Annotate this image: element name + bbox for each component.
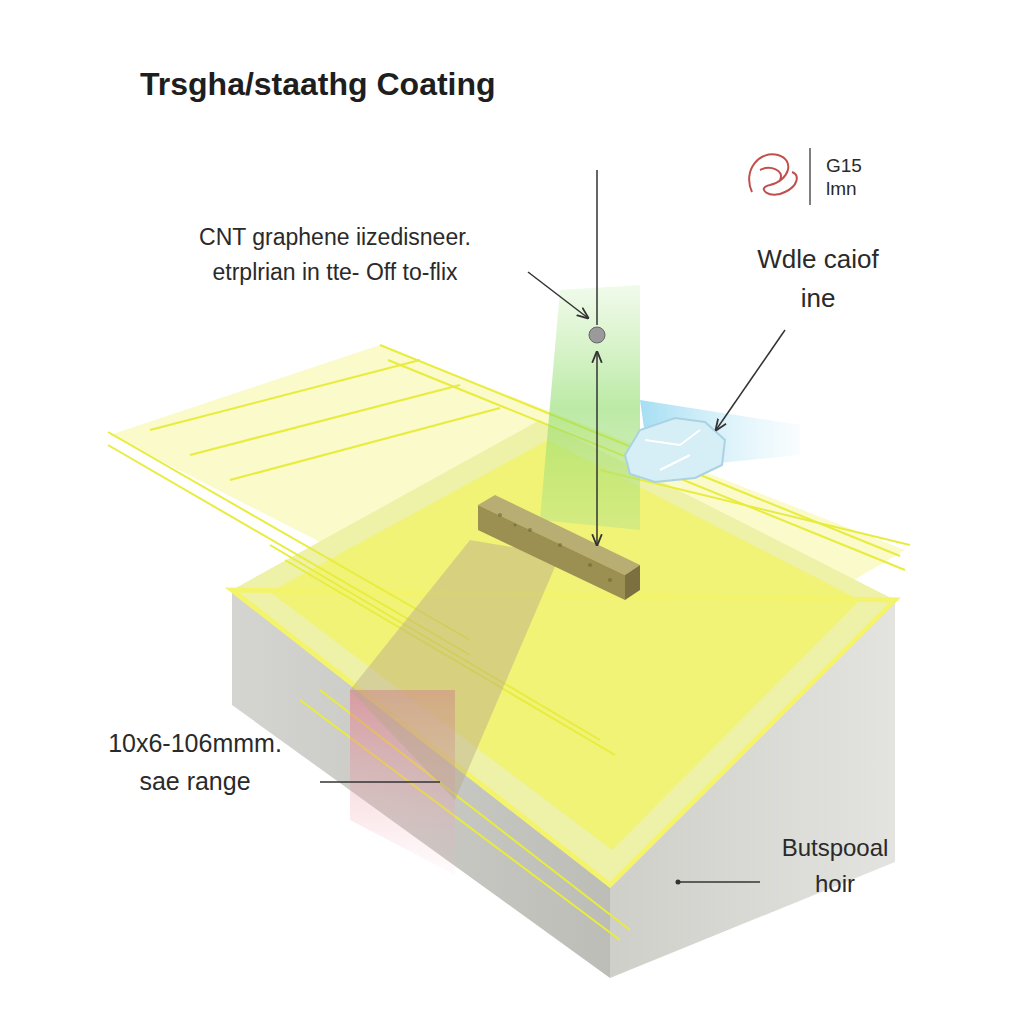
- block-side: [625, 565, 640, 600]
- probe-dot: [589, 327, 605, 343]
- diagram-title: Trsgha/staathg Coating: [140, 60, 496, 108]
- block-front: [478, 505, 625, 600]
- dimension-arrow: [596, 352, 598, 545]
- leader-line: [716, 330, 785, 430]
- ice-highlight: [645, 430, 700, 470]
- callout-label: CNT graphene iizedisneer. etrplrian in t…: [165, 220, 505, 289]
- leader-line: [680, 881, 760, 883]
- ice-chunk: [625, 418, 725, 482]
- logo-divider: [809, 148, 811, 205]
- callout-label: Wdle caiof ine: [748, 240, 888, 318]
- vertical-line: [596, 170, 598, 325]
- shadow-beam: [350, 540, 560, 800]
- block-texture: [498, 513, 612, 582]
- leader-line: [320, 781, 440, 783]
- yellow-lines: [108, 345, 910, 940]
- logo-symbol: [749, 154, 797, 194]
- leader-line: [528, 272, 588, 318]
- leader-dot: [676, 880, 681, 885]
- dimension-label: 10x6-106mmm. sae range: [95, 725, 295, 800]
- callout-label: Butspooal hoir: [770, 830, 900, 902]
- logo-label: G15 lmn: [826, 155, 874, 201]
- green-beam: [540, 285, 640, 530]
